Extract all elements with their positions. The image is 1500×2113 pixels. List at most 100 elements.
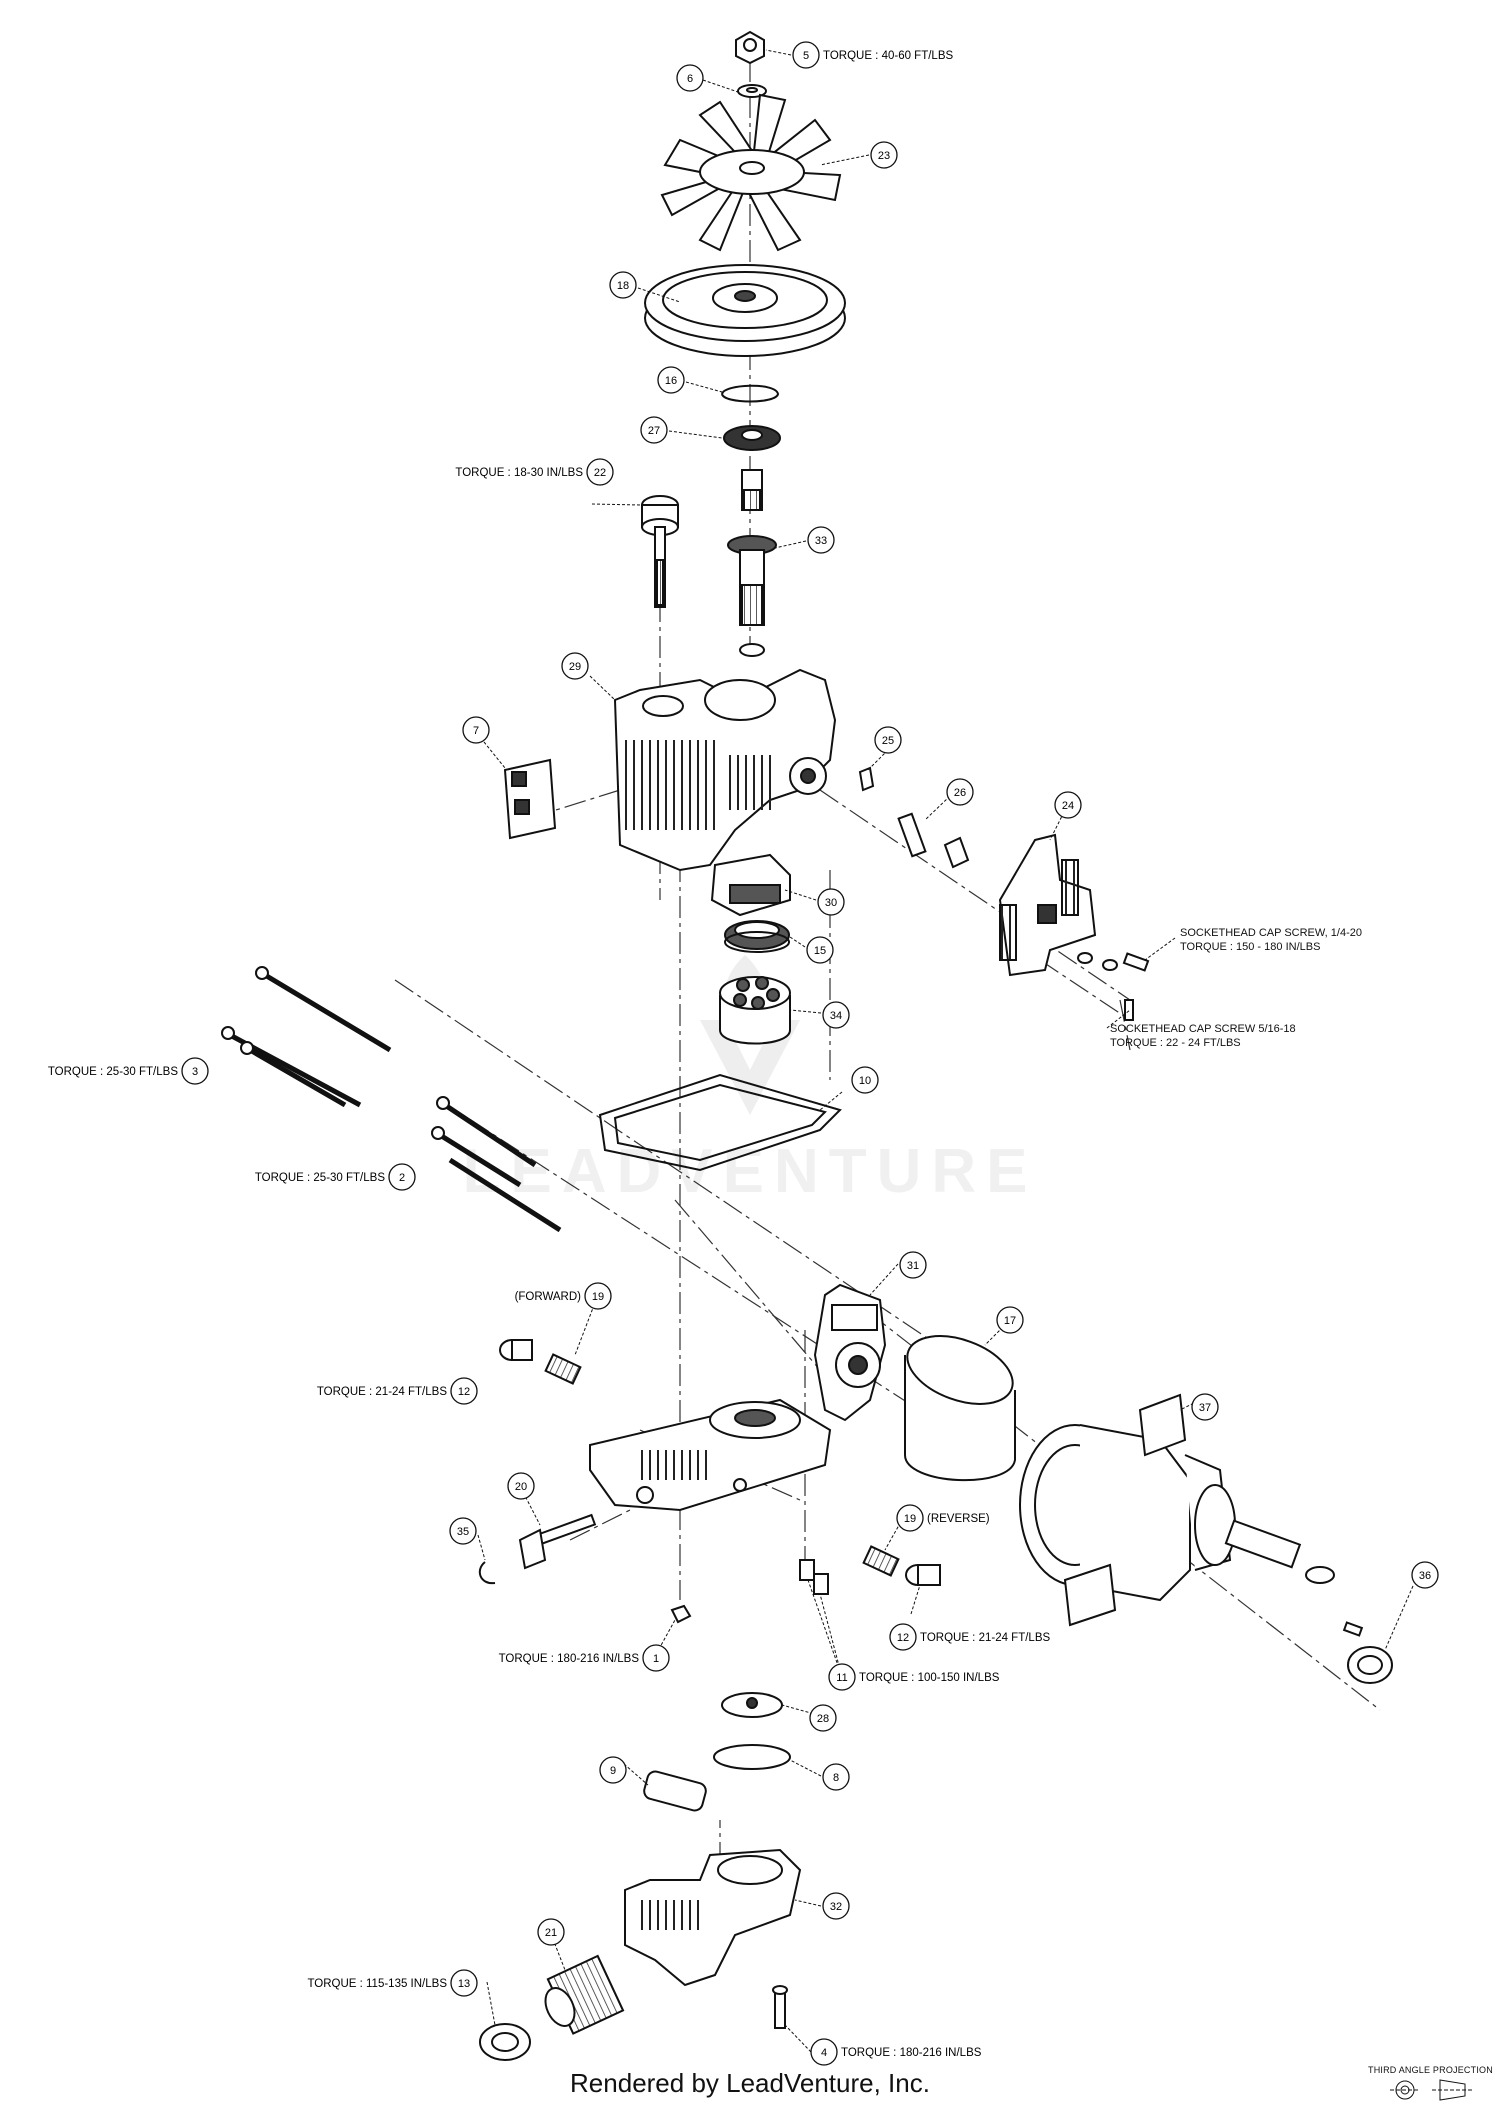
- callout-number: 21: [545, 1927, 557, 1939]
- part-15-thrust-bearing: [724, 920, 790, 953]
- footer-credit: Rendered by LeadVenture, Inc.: [570, 2068, 930, 2098]
- callout-26: 26: [946, 778, 974, 806]
- callout-number: 13: [458, 1978, 470, 1990]
- callout-21: 21: [537, 1918, 565, 1946]
- callout-number: 8: [833, 1772, 839, 1784]
- callout-number: 23: [878, 150, 890, 162]
- callout-3: 3 TORQUE : 25-30 FT/LBS: [48, 1057, 209, 1085]
- part-33-input-shaft: [727, 469, 777, 657]
- callout-number: 3: [192, 1066, 198, 1078]
- callout-4: 4 TORQUE : 180-216 IN/LBS: [810, 2038, 982, 2066]
- part-30-swashplate: [710, 853, 791, 917]
- callout-24: 24: [1054, 791, 1082, 819]
- callout-note: TORQUE : 100-150 IN/LBS: [859, 1672, 1000, 1684]
- part-7-decal: [503, 758, 557, 840]
- callout-11: 11 TORQUE : 100-150 IN/LBS: [828, 1663, 1000, 1691]
- part-36-axle-seal: [1342, 1621, 1393, 1684]
- callout-20: 20: [507, 1472, 535, 1500]
- part-19-forward-valve: [544, 1353, 582, 1385]
- callout-bubble: [896, 1504, 924, 1532]
- part-5-hex-nut: [735, 30, 765, 65]
- callout-bubble: [792, 41, 820, 69]
- screw-note-1-line2: TORQUE : 150 - 180 IN/LBS: [1180, 941, 1320, 953]
- callout-bubble: [1191, 1393, 1219, 1421]
- callout-number: 37: [1199, 1402, 1211, 1414]
- callout-25: 25: [874, 726, 902, 754]
- part-37-wheel-motor: [1019, 1393, 1335, 1627]
- callout-bubble: [657, 366, 685, 394]
- part-3-long-bolts: [221, 966, 392, 1108]
- callout-bubble: [822, 1763, 850, 1791]
- callout-bubble: [822, 1001, 850, 1029]
- part-13-seal-ring: [479, 2023, 531, 2061]
- screw-note-2-line1: SOCKETHEAD CAP SCREW 5/16-18: [1110, 1023, 1296, 1035]
- callout-9: 9: [599, 1756, 627, 1784]
- callout-bubble: [899, 1251, 927, 1279]
- callout-29: 29: [561, 652, 589, 680]
- callout-bubble: [449, 1517, 477, 1545]
- part-22-vent-plug: [641, 495, 679, 608]
- callout-7: 7: [462, 716, 490, 744]
- callout-note: (REVERSE): [927, 1513, 990, 1525]
- part-16-snap-ring: [721, 384, 780, 403]
- callout-number: 12: [458, 1386, 470, 1398]
- part-18-drive-pulley: [644, 264, 846, 357]
- part-27-bearing: [723, 425, 781, 451]
- callout-number: 15: [814, 945, 826, 957]
- callout-6: 6: [676, 64, 704, 92]
- callout-bubble: [609, 271, 637, 299]
- callout-note: TORQUE : 25-30 FT/LBS: [255, 1172, 385, 1184]
- callout-2: 2 TORQUE : 25-30 FT/LBS: [255, 1163, 416, 1191]
- screw-note-1: SOCKETHEAD CAP SCREW, 1/4-20 TORQUE : 15…: [1180, 927, 1362, 953]
- callout-number: 34: [830, 1010, 842, 1022]
- callout-number: 17: [1004, 1315, 1016, 1327]
- callout-number: 2: [399, 1172, 405, 1184]
- callout-number: 32: [830, 1901, 842, 1913]
- callout-12a: 12 TORQUE : 21-24 FT/LBS: [317, 1377, 478, 1405]
- callout-number: 19: [904, 1513, 916, 1525]
- callout-number: 19: [592, 1291, 604, 1303]
- part-6-washer: [737, 84, 767, 98]
- callout-bubble: [450, 1377, 478, 1405]
- part-32-filter-housing: [624, 1848, 802, 1987]
- callout-31: 31: [899, 1251, 927, 1279]
- callout-number: 4: [821, 2047, 827, 2059]
- callout-note: TORQUE : 180-216 IN/LBS: [841, 2047, 982, 2059]
- callout-bubble: [676, 64, 704, 92]
- callout-note: TORQUE : 21-24 FT/LBS: [317, 1386, 447, 1398]
- callout-bubble: [1411, 1561, 1439, 1589]
- callout-bubble: [181, 1057, 209, 1085]
- callout-bubble: [388, 1163, 416, 1191]
- part-35-retaining-clip: [478, 1561, 496, 1585]
- callout-bubble: [889, 1623, 917, 1651]
- callout-note: TORQUE : 40-60 FT/LBS: [823, 50, 953, 62]
- callout-number: 7: [473, 725, 479, 737]
- callout-number: 24: [1062, 800, 1074, 812]
- parts: [221, 30, 1393, 2061]
- callout-16: 16: [657, 366, 685, 394]
- callout-bubble: [1054, 791, 1082, 819]
- part-25-key: [858, 766, 875, 792]
- callout-bubble: [817, 888, 845, 916]
- callout-23: 23: [870, 141, 898, 169]
- part-1-plug: [670, 1604, 692, 1624]
- callout-18: 18: [609, 271, 637, 299]
- callout-bubble: [640, 416, 668, 444]
- callout-37: 37: [1191, 1393, 1219, 1421]
- callout-bubble: [561, 652, 589, 680]
- part-19-reverse-valve: [862, 1545, 900, 1577]
- callout-bubble: [599, 1756, 627, 1784]
- callout-note: TORQUE : 25-30 FT/LBS: [48, 1066, 178, 1078]
- callout-bubble: [507, 1472, 535, 1500]
- callout-bubble: [450, 1969, 478, 1997]
- callout-bubble: [462, 716, 490, 744]
- part-11-check-valves: [799, 1559, 829, 1595]
- part-21-filter-element: [544, 1954, 625, 2035]
- callout-number: 11: [836, 1672, 847, 1684]
